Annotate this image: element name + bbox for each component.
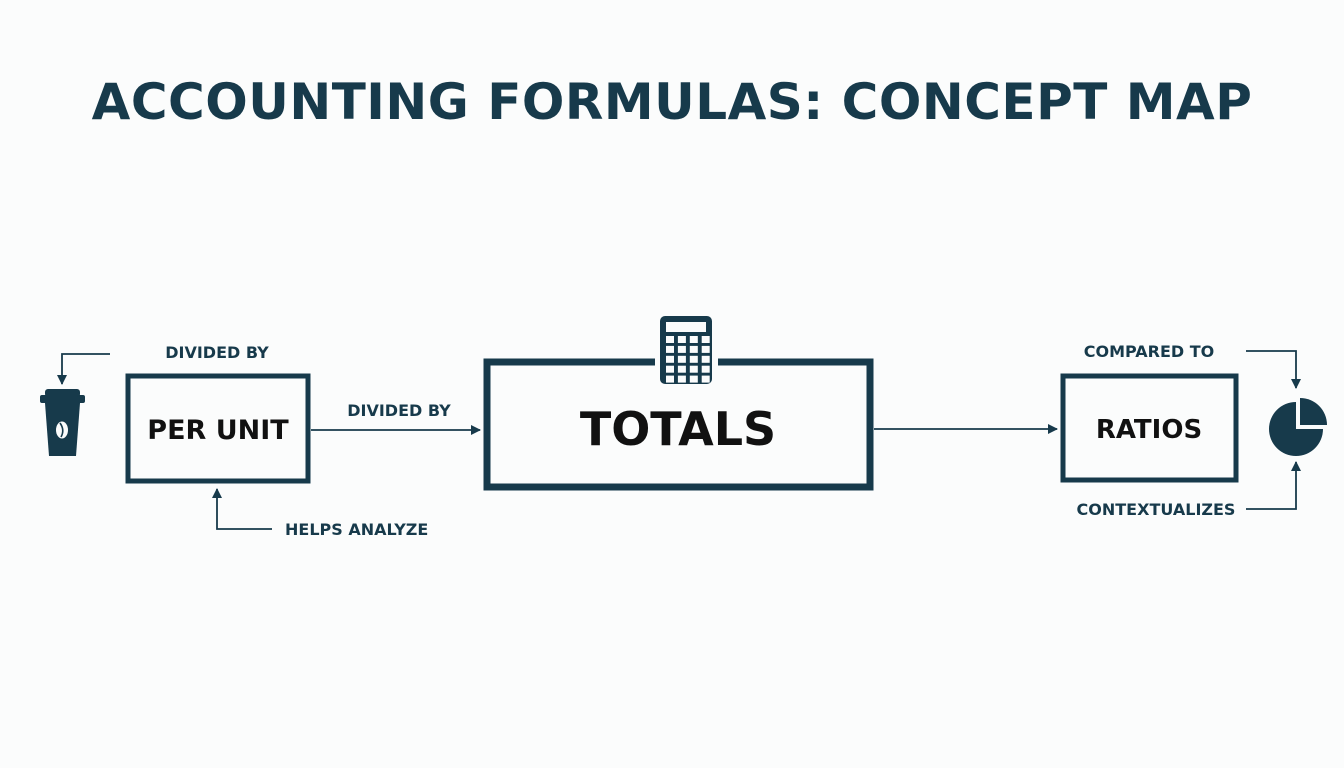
calculator-key: [677, 365, 686, 373]
calculator-key: [666, 355, 674, 363]
edge-contextualizes: [1246, 461, 1301, 510]
node-totals-label: TOTALS: [580, 402, 776, 456]
pie-chart-icon: [1269, 398, 1327, 456]
calculator-key: [666, 375, 674, 383]
calculator-key: [677, 355, 686, 363]
calculator-key: [689, 365, 698, 373]
calculator-icon: [660, 316, 712, 384]
calculator-key: [701, 365, 710, 373]
edge-label-contextualizes: CONTEXTUALIZES: [1077, 500, 1236, 519]
node-per-unit-label: PER UNIT: [147, 415, 289, 446]
calculator-key: [701, 355, 710, 363]
node-per-unit: PER UNIT: [125, 373, 311, 484]
edge-divided-by-top: [57, 353, 110, 385]
calculator-key: [666, 365, 674, 373]
edge-label-divided-by-top: DIVIDED BY: [165, 343, 269, 362]
coffee-cup-icon: [40, 389, 85, 456]
calculator-key: [677, 336, 686, 343]
calculator-key: [701, 336, 710, 343]
calculator-key: [689, 355, 698, 363]
node-totals: TOTALS: [483, 358, 874, 491]
calculator-key: [701, 375, 710, 383]
calculator-key: [666, 336, 674, 343]
calculator-key: [701, 345, 710, 353]
node-ratios-label: RATIOS: [1096, 415, 1202, 445]
edge-compared-to: [1246, 350, 1301, 389]
calculator-key: [689, 345, 698, 353]
diagram-title: ACCOUNTING FORMULAS: CONCEPT MAP: [91, 73, 1253, 131]
edge-label-divided-by-middle: DIVIDED BY: [347, 401, 451, 420]
calculator-key: [689, 375, 698, 383]
calculator-key: [677, 375, 686, 383]
node-ratios: RATIOS: [1060, 373, 1239, 483]
edge-helps-analyze: [212, 488, 272, 530]
calculator-key: [677, 345, 686, 353]
calculator-key: [689, 336, 698, 343]
calculator-key: [666, 345, 674, 353]
edge-label-helps-analyze: HELPS ANALYZE: [285, 520, 428, 539]
edge-label-compared-to: COMPARED TO: [1084, 342, 1215, 361]
